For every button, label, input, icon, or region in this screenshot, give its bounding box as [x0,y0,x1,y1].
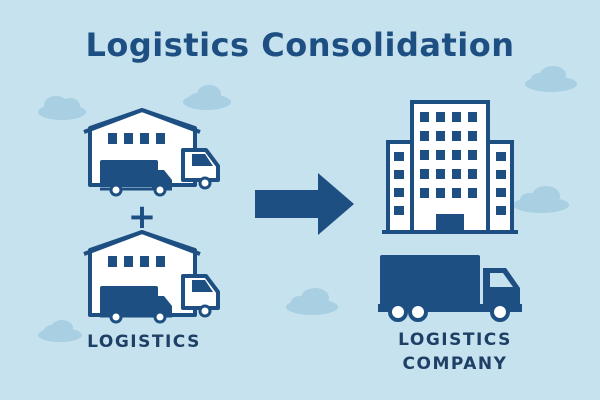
cloud-icon [38,320,82,342]
office-building-icon [382,100,518,234]
freight-truck-icon [378,255,522,322]
logistics-label: LOGISTICS [87,332,201,352]
delivery-truck-icon [100,274,220,324]
logistics-company-label-line2: COMPANY [402,354,508,374]
clouds [38,66,577,342]
arrow-right-icon [255,173,354,235]
cloud-icon [38,96,86,120]
cloud-icon [286,288,338,315]
logistics-company-label-line1: LOGISTICS [398,330,512,350]
delivery-truck-icon [100,148,220,197]
cloud-icon [513,186,569,213]
logistics-company-label: LOGISTICS COMPANY [370,328,540,376]
cloud-icon [183,85,231,110]
page-title: Logistics Consolidation [85,26,515,64]
cloud-icon [525,66,577,92]
